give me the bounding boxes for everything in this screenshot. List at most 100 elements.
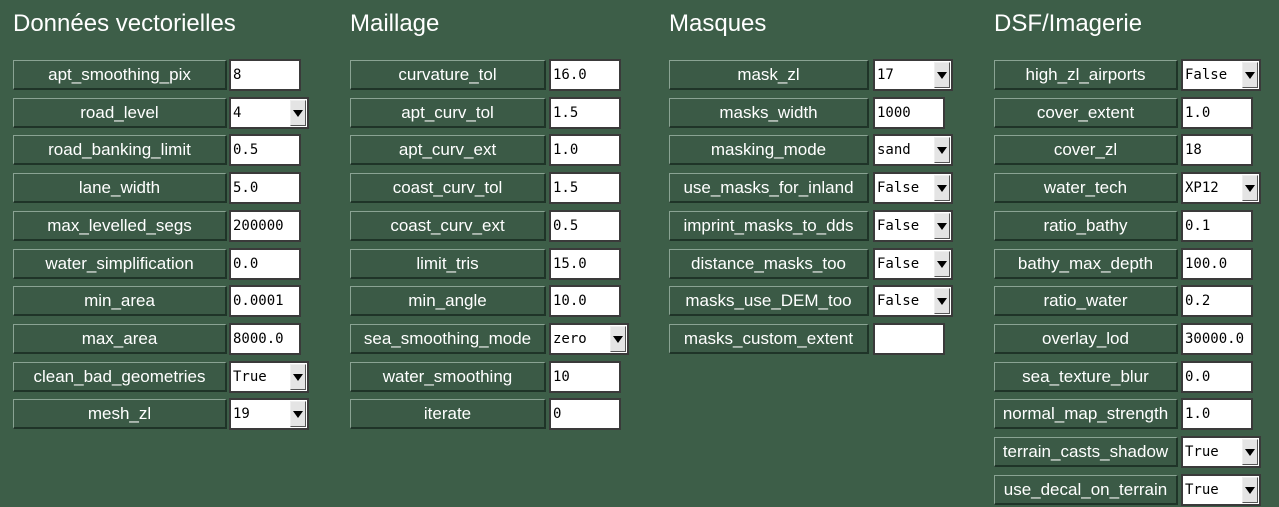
setting-label-button-cover-zl[interactable]: cover_zl xyxy=(994,135,1178,165)
setting-dropdown-imprint-masks-to-dds[interactable]: False xyxy=(873,210,953,242)
setting-input-ratio-water[interactable] xyxy=(1181,285,1253,317)
setting-input-masks-custom-extent[interactable] xyxy=(873,323,945,355)
setting-input-ratio-bathy[interactable] xyxy=(1181,210,1253,242)
dropdown-selected-value: False xyxy=(1185,67,1228,83)
setting-input-max-levelled-segs[interactable] xyxy=(229,210,301,242)
setting-input-bathy-max-depth[interactable] xyxy=(1181,248,1253,280)
setting-dropdown-distance-masks-too[interactable]: False xyxy=(873,248,953,280)
setting-label-button-apt-smoothing-pix[interactable]: apt_smoothing_pix xyxy=(13,60,227,90)
setting-dropdown-water-tech[interactable]: XP12 xyxy=(1181,172,1261,204)
setting-label-button-cover-extent[interactable]: cover_extent xyxy=(994,98,1178,128)
setting-dropdown-high-zl-airports[interactable]: False xyxy=(1181,59,1261,91)
dropdown-selected-value: 17 xyxy=(877,67,894,83)
setting-label-button-limit-tris[interactable]: limit_tris xyxy=(350,249,546,279)
setting-label-button-clean-bad-geometries[interactable]: clean_bad_geometries xyxy=(13,362,227,392)
setting-dropdown-road-level[interactable]: 4 xyxy=(229,97,309,129)
setting-input-min-angle[interactable] xyxy=(549,285,621,317)
setting-label-button-masks-custom-extent[interactable]: masks_custom_extent xyxy=(669,324,869,354)
setting-label-button-road-banking-limit[interactable]: road_banking_limit xyxy=(13,135,227,165)
setting-label-button-apt-curv-ext[interactable]: apt_curv_ext xyxy=(350,135,546,165)
setting-label-button-masks-width[interactable]: masks_width xyxy=(669,98,869,128)
setting-input-coast-curv-ext[interactable] xyxy=(549,210,621,242)
setting-dropdown-terrain-casts-shadow[interactable]: True xyxy=(1181,436,1261,468)
chevron-down-icon[interactable] xyxy=(1242,175,1258,201)
chevron-down-icon[interactable] xyxy=(1242,62,1258,88)
setting-label-button-min-angle[interactable]: min_angle xyxy=(350,286,546,316)
setting-label-button-use-masks-for-inland[interactable]: use_masks_for_inland xyxy=(669,173,869,203)
setting-dropdown-clean-bad-geometries[interactable]: True xyxy=(229,361,309,393)
setting-label-button-water-simplification[interactable]: water_simplification xyxy=(13,249,227,279)
setting-label-button-mask-zl[interactable]: mask_zl xyxy=(669,60,869,90)
setting-dropdown-masking-mode[interactable]: sand xyxy=(873,134,953,166)
setting-label-button-coast-curv-ext[interactable]: coast_curv_ext xyxy=(350,211,546,241)
chevron-down-icon[interactable] xyxy=(934,175,950,201)
chevron-down-icon[interactable] xyxy=(610,326,626,352)
chevron-down-icon[interactable] xyxy=(290,100,306,126)
chevron-down-icon[interactable] xyxy=(290,401,306,427)
setting-label-button-sea-smoothing-mode[interactable]: sea_smoothing_mode xyxy=(350,324,546,354)
chevron-down-icon[interactable] xyxy=(934,62,950,88)
chevron-down-icon[interactable] xyxy=(934,288,950,314)
setting-label-button-curvature-tol[interactable]: curvature_tol xyxy=(350,60,546,90)
setting-dropdown-sea-smoothing-mode[interactable]: zero xyxy=(549,323,629,355)
setting-input-sea-texture-blur[interactable] xyxy=(1181,361,1253,393)
setting-label-button-ratio-water[interactable]: ratio_water xyxy=(994,286,1178,316)
setting-label-button-water-smoothing[interactable]: water_smoothing xyxy=(350,362,546,392)
setting-label-button-max-levelled-segs[interactable]: max_levelled_segs xyxy=(13,211,227,241)
setting-input-normal-map-strength[interactable] xyxy=(1181,398,1253,430)
setting-input-curvature-tol[interactable] xyxy=(549,59,621,91)
setting-input-masks-width[interactable] xyxy=(873,97,945,129)
chevron-down-icon[interactable] xyxy=(290,364,306,390)
chevron-down-icon[interactable] xyxy=(934,251,950,277)
setting-label-button-sea-texture-blur[interactable]: sea_texture_blur xyxy=(994,362,1178,392)
chevron-down-icon[interactable] xyxy=(1242,477,1258,503)
setting-label-button-high-zl-airports[interactable]: high_zl_airports xyxy=(994,60,1178,90)
setting-input-cover-extent[interactable] xyxy=(1181,97,1253,129)
chevron-down-icon[interactable] xyxy=(934,213,950,239)
setting-label-button-iterate[interactable]: iterate xyxy=(350,399,546,429)
setting-label-button-ratio-bathy[interactable]: ratio_bathy xyxy=(994,211,1178,241)
setting-input-apt-curv-ext[interactable] xyxy=(549,134,621,166)
setting-dropdown-use-decal-on-terrain[interactable]: True xyxy=(1181,474,1261,506)
setting-input-overlay-lod[interactable] xyxy=(1181,323,1253,355)
chevron-down-icon[interactable] xyxy=(1242,439,1258,465)
setting-label-button-normal-map-strength[interactable]: normal_map_strength xyxy=(994,399,1178,429)
setting-input-min-area[interactable] xyxy=(229,285,301,317)
setting-label-button-masking-mode[interactable]: masking_mode xyxy=(669,135,869,165)
setting-input-iterate[interactable] xyxy=(549,398,621,430)
setting-input-lane-width[interactable] xyxy=(229,172,301,204)
setting-label-button-masks-use-dem-too[interactable]: masks_use_DEM_too xyxy=(669,286,869,316)
setting-dropdown-mesh-zl[interactable]: 19 xyxy=(229,398,309,430)
dropdown-selected-value: XP12 xyxy=(1185,180,1219,196)
setting-dropdown-masks-use-dem-too[interactable]: False xyxy=(873,285,953,317)
setting-input-water-simplification[interactable] xyxy=(229,248,301,280)
setting-label-button-water-tech[interactable]: water_tech xyxy=(994,173,1178,203)
setting-label-button-coast-curv-tol[interactable]: coast_curv_tol xyxy=(350,173,546,203)
dropdown-selected-value: True xyxy=(1185,444,1219,460)
setting-input-coast-curv-tol[interactable] xyxy=(549,172,621,204)
setting-dropdown-mask-zl[interactable]: 17 xyxy=(873,59,953,91)
setting-label-button-road-level[interactable]: road_level xyxy=(13,98,227,128)
setting-dropdown-use-masks-for-inland[interactable]: False xyxy=(873,172,953,204)
setting-label-button-overlay-lod[interactable]: overlay_lod xyxy=(994,324,1178,354)
setting-label-button-distance-masks-too[interactable]: distance_masks_too xyxy=(669,249,869,279)
setting-input-apt-smoothing-pix[interactable] xyxy=(229,59,301,91)
setting-label-button-max-area[interactable]: max_area xyxy=(13,324,227,354)
setting-label-button-terrain-casts-shadow[interactable]: terrain_casts_shadow xyxy=(994,437,1178,467)
chevron-down-icon[interactable] xyxy=(934,137,950,163)
setting-label-button-mesh-zl[interactable]: mesh_zl xyxy=(13,399,227,429)
setting-label-button-min-area[interactable]: min_area xyxy=(13,286,227,316)
setting-input-limit-tris[interactable] xyxy=(549,248,621,280)
setting-label-button-bathy-max-depth[interactable]: bathy_max_depth xyxy=(994,249,1178,279)
setting-input-max-area[interactable] xyxy=(229,323,301,355)
dropdown-selected-value: False xyxy=(877,256,920,272)
setting-input-cover-zl[interactable] xyxy=(1181,134,1253,166)
setting-input-water-smoothing[interactable] xyxy=(549,361,621,393)
setting-label-button-imprint-masks-to-dds[interactable]: imprint_masks_to_dds xyxy=(669,211,869,241)
setting-input-apt-curv-tol[interactable] xyxy=(549,97,621,129)
dropdown-selected-value: False xyxy=(877,293,920,309)
setting-label-button-apt-curv-tol[interactable]: apt_curv_tol xyxy=(350,98,546,128)
setting-label-button-lane-width[interactable]: lane_width xyxy=(13,173,227,203)
setting-input-road-banking-limit[interactable] xyxy=(229,134,301,166)
setting-label-button-use-decal-on-terrain[interactable]: use_decal_on_terrain xyxy=(994,475,1178,505)
